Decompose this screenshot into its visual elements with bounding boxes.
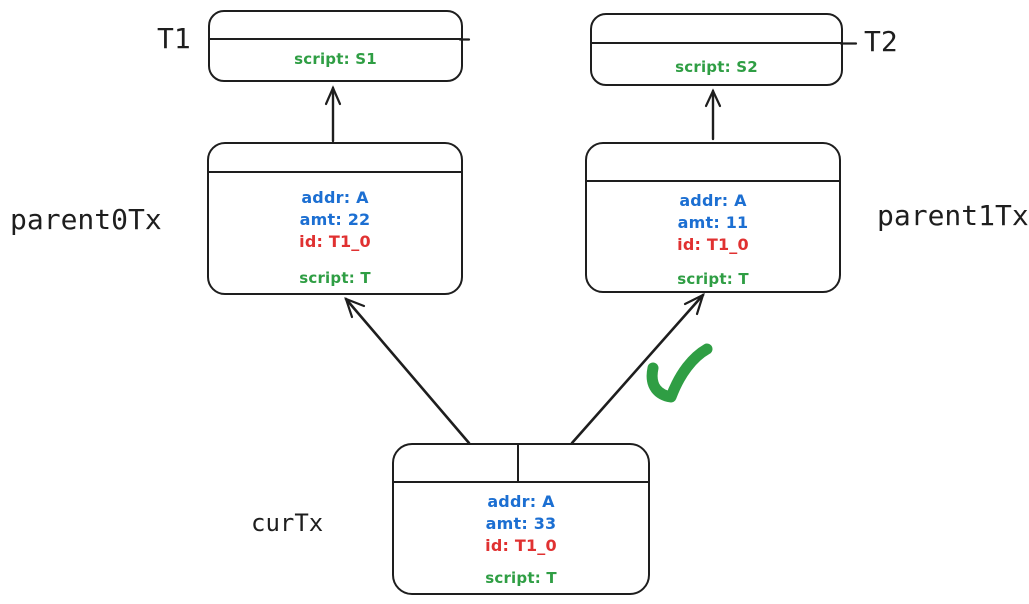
parent0tx-script-line: script: T [299,269,371,287]
t2-script-line: script: S2 [675,58,758,76]
curtx-amt-line: amt: 33 [485,514,557,533]
arrow-curtx-to-parent1 [570,292,705,445]
parent1tx-label: parent1Tx [877,199,1029,232]
parent0tx-header [209,144,461,173]
parent0tx-box: addr: A amt: 22 id: T1_0 script: T [207,142,463,295]
curtx-header [394,445,648,483]
t1-script-line: script: S1 [294,50,377,68]
parent0tx-id-line: id: T1_0 [299,232,371,251]
arrow-curtx-to-parent0 [344,297,471,445]
curtx-label: curTx [251,509,324,537]
t2-box: script: S2 [590,13,843,86]
parent1tx-id-line: id: T1_0 [677,235,749,254]
parent1tx-amt-line: amt: 11 [677,213,749,232]
parent1tx-addr-line: addr: A [679,191,747,210]
t1-label: T1 [157,22,191,55]
t1-header [210,12,461,40]
arrow-parent1-to-t2 [704,88,722,141]
curtx-addr-line: addr: A [487,492,555,511]
parent0tx-addr-line: addr: A [301,188,369,207]
parent0tx-label: parent0Tx [10,203,162,236]
curtx-script-line: script: T [485,569,557,587]
arrow-parent0-to-t1 [324,85,342,143]
curtx-box: addr: A amt: 33 id: T1_0 script: T [392,443,650,595]
parent0tx-amt-line: amt: 22 [299,210,371,229]
checkmark-icon [646,343,713,403]
t2-header [592,15,841,44]
parent1tx-script-line: script: T [677,270,749,288]
curtx-input-divider [517,445,520,483]
parent1tx-header [587,144,839,182]
parent1tx-box: addr: A amt: 11 id: T1_0 script: T [585,142,841,293]
t2-label: T2 [864,25,898,58]
curtx-id-line: id: T1_0 [485,536,557,555]
t1-box: script: S1 [208,10,463,82]
